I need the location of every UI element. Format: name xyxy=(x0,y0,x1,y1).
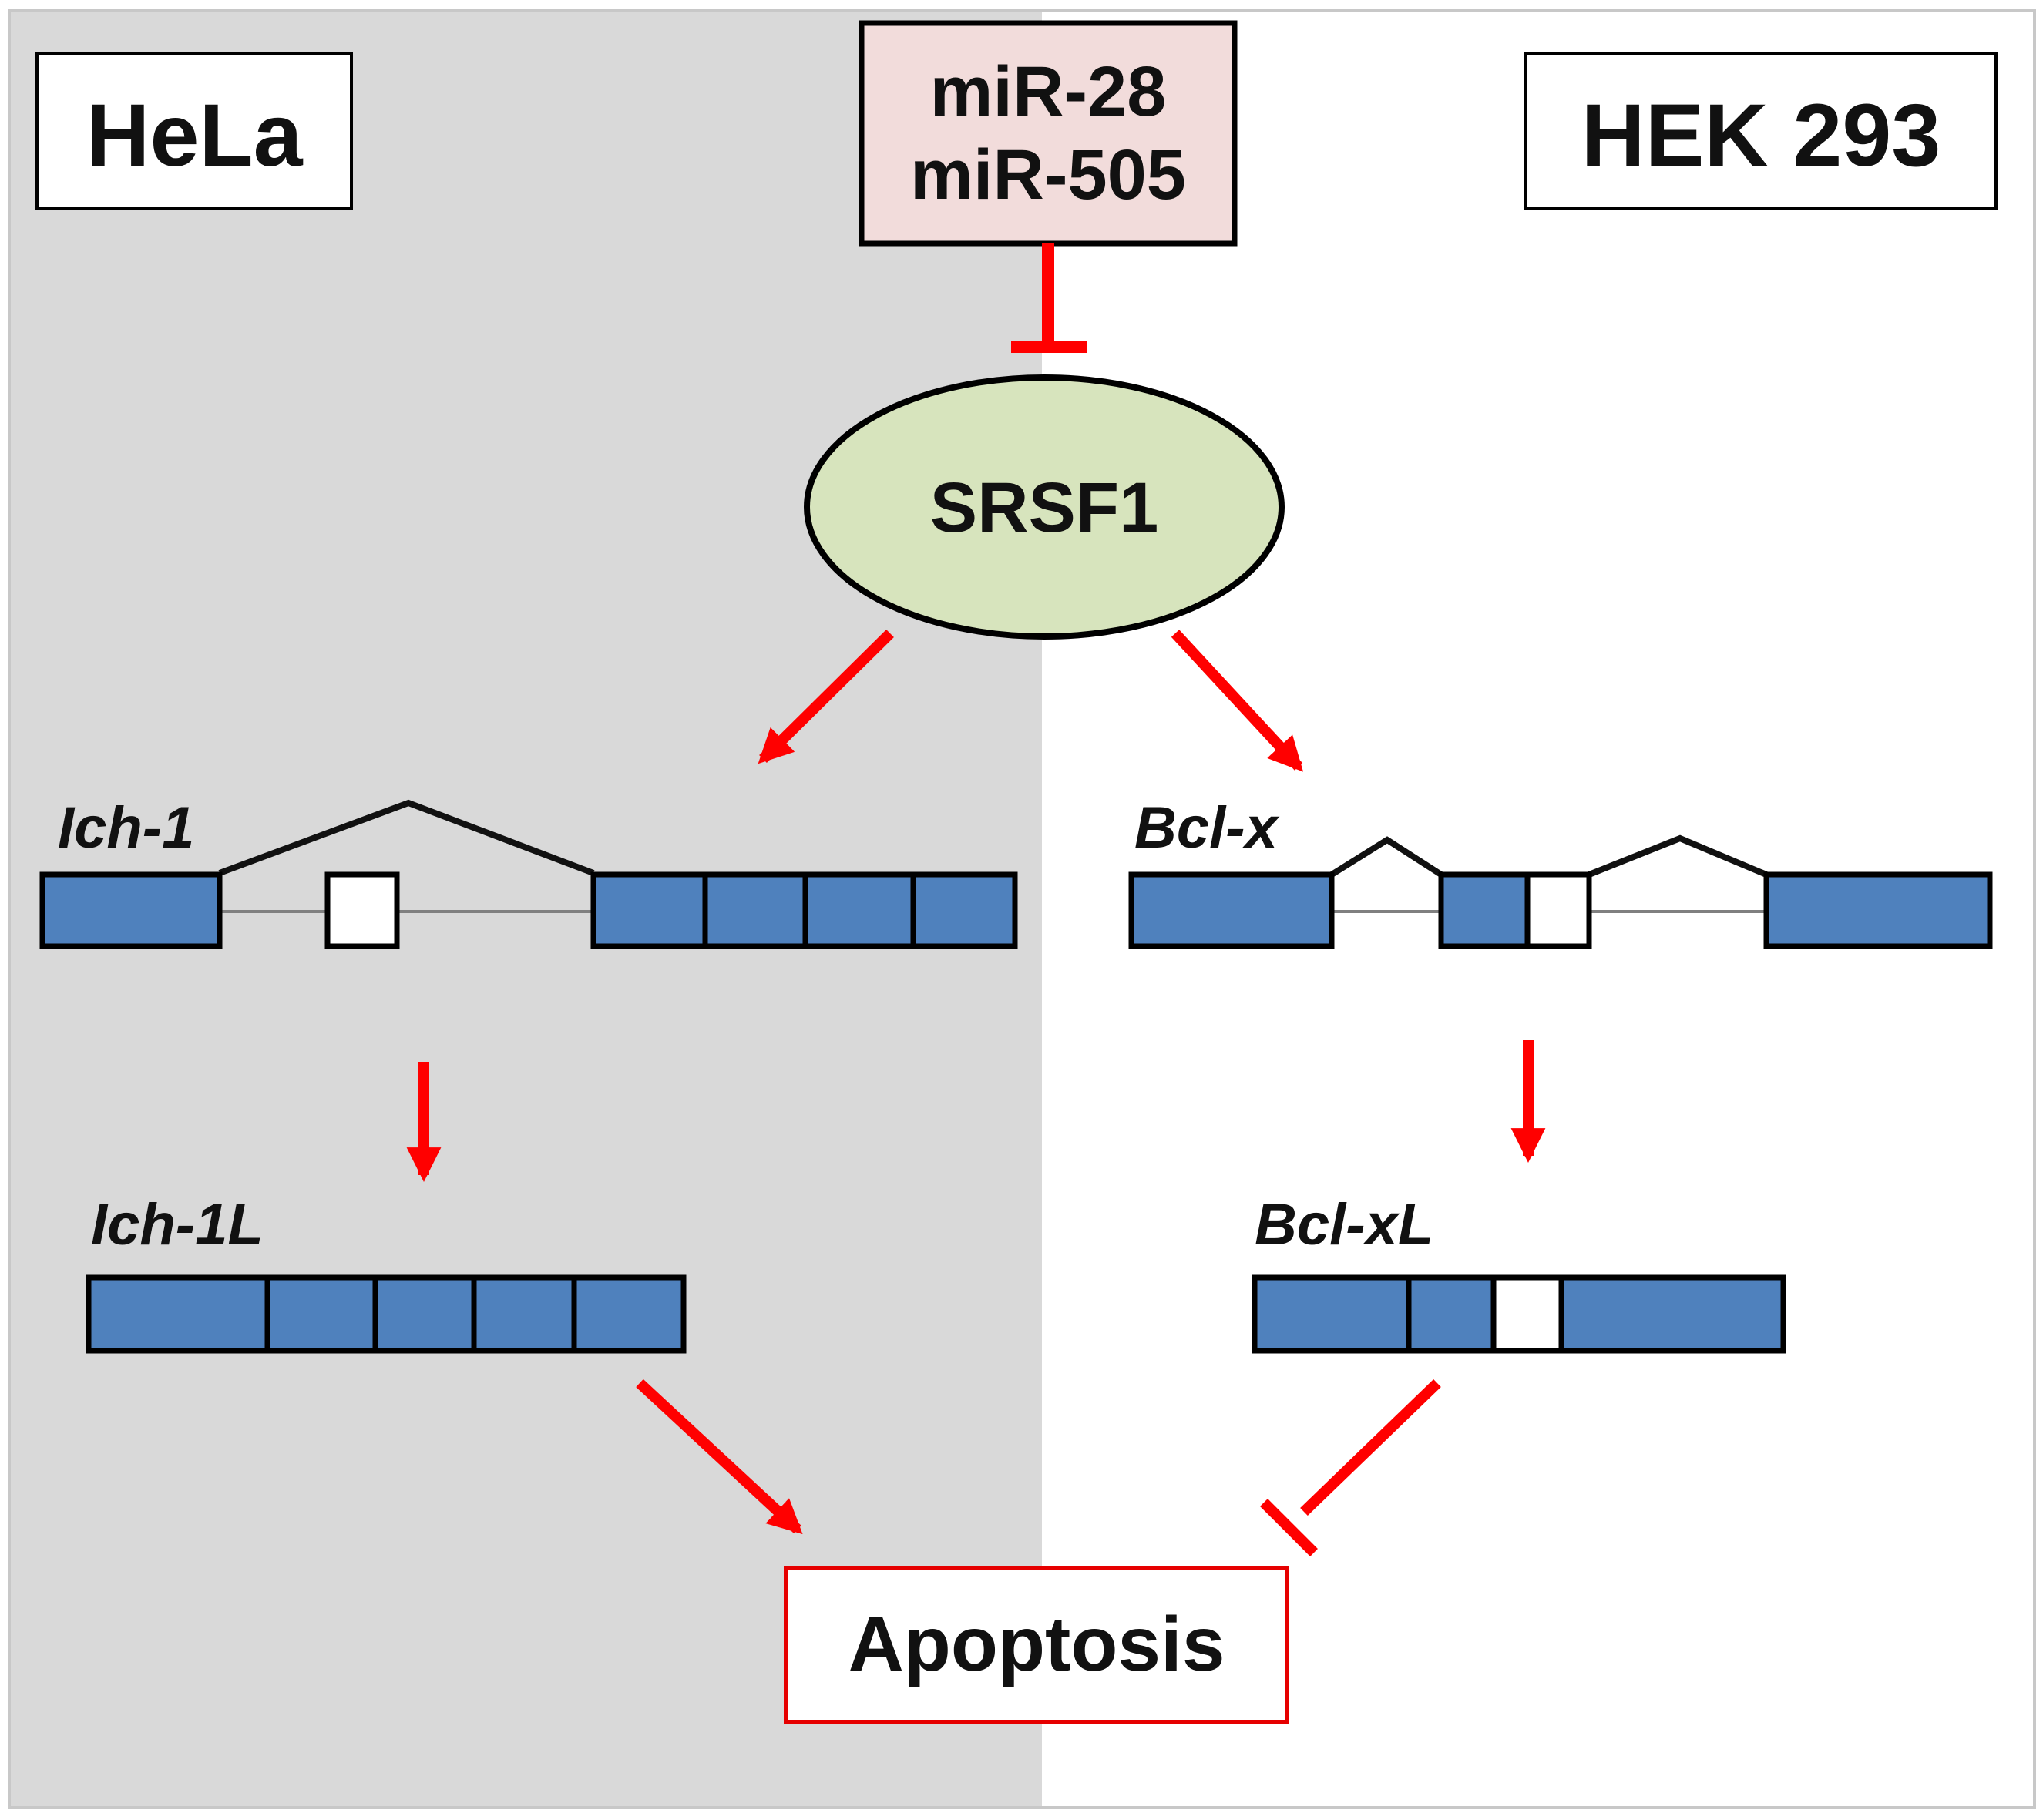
exon xyxy=(702,871,808,949)
exon xyxy=(264,1274,378,1354)
mirna-box: miR-28 miR-505 xyxy=(859,20,1238,247)
exon xyxy=(39,871,223,949)
hek293-label: HEK 293 xyxy=(1581,86,1941,185)
inhibition-mirna-srsf1 xyxy=(1011,243,1087,353)
arrow-srsf1-ich1 xyxy=(758,630,894,764)
exon xyxy=(1406,1274,1497,1354)
bclxl-mrna: Bcl-xL xyxy=(1252,1192,1786,1354)
bclx-label: Bcl-x xyxy=(1134,795,1280,861)
ich1l-mrna: Ich-1L xyxy=(86,1192,687,1354)
mirna-line-2: miR-505 xyxy=(910,136,1186,214)
alternative-exon xyxy=(324,871,400,949)
alternative-exon xyxy=(1524,871,1592,949)
mirna-line-1: miR-28 xyxy=(930,52,1167,131)
exon xyxy=(471,1274,577,1354)
figure-border xyxy=(8,9,2036,1809)
exon xyxy=(571,1274,687,1354)
hek293-label-box: HEK 293 xyxy=(1524,52,1998,210)
apoptosis-box: Apoptosis xyxy=(784,1566,1289,1724)
apoptosis-label: Apoptosis xyxy=(848,1601,1225,1687)
exon xyxy=(1252,1274,1412,1354)
ich1l-label: Ich-1L xyxy=(91,1192,264,1258)
srsf1-label: SRSF1 xyxy=(930,468,1159,547)
exon xyxy=(590,871,708,949)
hela-label: HeLa xyxy=(86,86,303,185)
ich1-premrna: Ich-1 xyxy=(39,795,1018,949)
srsf1-node: SRSF1 xyxy=(804,374,1285,640)
exon xyxy=(1438,871,1531,949)
hela-label-box: HeLa xyxy=(35,52,353,210)
ich1-label: Ich-1 xyxy=(58,795,194,861)
exon xyxy=(86,1274,270,1354)
exon xyxy=(1558,1274,1786,1354)
inhibition-bclxl-apoptosis xyxy=(1260,1378,1441,1556)
retained-exon xyxy=(1490,1274,1564,1354)
arrow-ich1l-apoptosis xyxy=(636,1378,803,1535)
exon xyxy=(802,871,916,949)
bclxl-label: Bcl-xL xyxy=(1255,1192,1433,1258)
exon xyxy=(1763,871,1993,949)
exon xyxy=(910,871,1018,949)
arrow-srsf1-bclx xyxy=(1171,630,1304,772)
exon xyxy=(372,1274,477,1354)
bclx-premrna: Bcl-x xyxy=(1128,795,1993,949)
exon xyxy=(1128,871,1335,949)
